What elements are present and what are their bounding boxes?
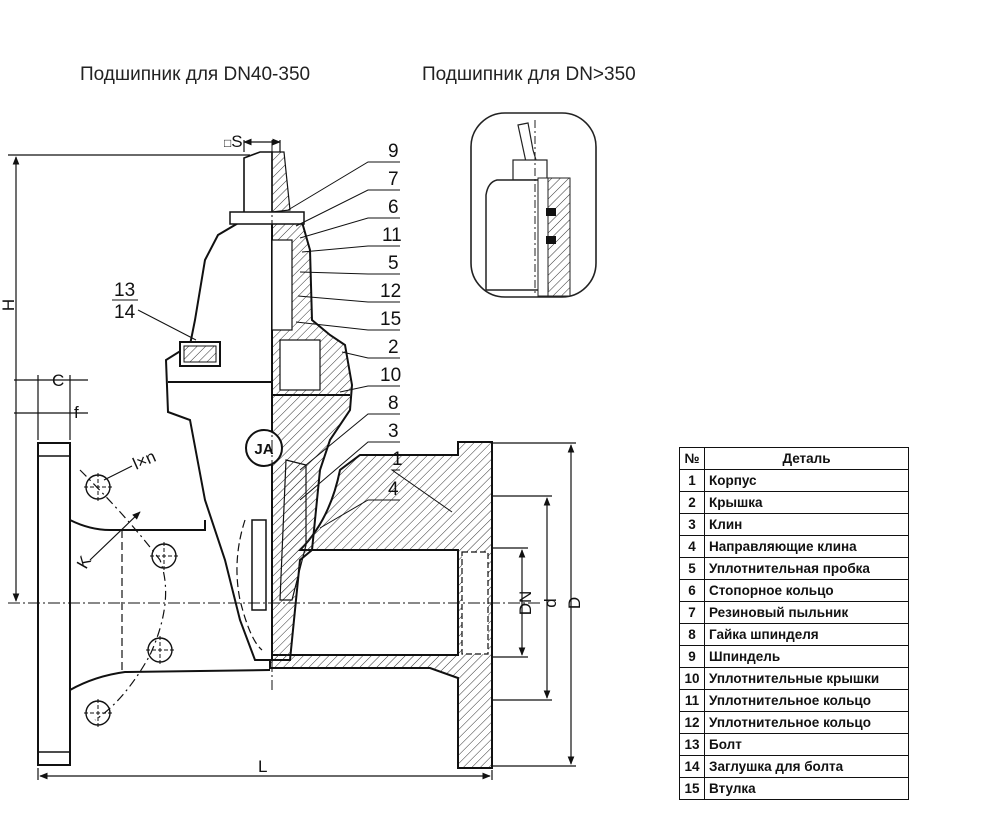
callout-2: 2 xyxy=(388,337,399,358)
header-num: № xyxy=(679,447,705,470)
part-number: 2 xyxy=(679,491,705,514)
manufacturer-logo: JA xyxy=(254,441,273,458)
callout-6: 6 xyxy=(388,197,399,218)
callout-11: 11 xyxy=(382,225,402,246)
part-name: Крышка xyxy=(704,491,909,514)
part-number: 9 xyxy=(679,645,705,668)
part-name: Корпус xyxy=(704,469,909,492)
callout-15: 15 xyxy=(380,309,401,330)
dim-c: C xyxy=(52,371,64,390)
callout-5: 5 xyxy=(388,253,399,274)
part-name: Направляющие клина xyxy=(704,535,909,558)
part-number: 5 xyxy=(679,557,705,580)
dim-s: □S xyxy=(224,132,243,151)
callout-12: 12 xyxy=(380,281,401,302)
part-name: Резиновый пыльник xyxy=(704,601,909,624)
part-number: 10 xyxy=(679,667,705,690)
part-number: 8 xyxy=(679,623,705,646)
valve-body: JA xyxy=(8,140,540,769)
callout-13: 13 xyxy=(114,280,135,301)
part-number: 14 xyxy=(679,755,705,778)
dim-h: H xyxy=(0,299,18,311)
part-number: 3 xyxy=(679,513,705,536)
part-name: Гайка шпинделя xyxy=(704,623,909,646)
callout-9: 9 xyxy=(388,141,399,162)
callout-7: 7 xyxy=(388,169,399,190)
part-name: Заглушка для болта xyxy=(704,755,909,778)
part-name: Болт xyxy=(704,733,909,756)
part-name: Уплотнительное кольцо xyxy=(704,711,909,734)
part-name: Клин xyxy=(704,513,909,536)
callout-4: 4 xyxy=(388,479,399,500)
dim-d-small: d xyxy=(541,598,560,607)
callout-10: 10 xyxy=(380,365,401,386)
callout-3: 3 xyxy=(388,421,399,442)
caption-bearing-small: Подшипник для DN40-350 xyxy=(80,64,311,85)
part-number: 6 xyxy=(679,579,705,602)
part-number: 7 xyxy=(679,601,705,624)
part-name: Стопорное кольцо xyxy=(704,579,909,602)
part-name: Уплотнительная пробка xyxy=(704,557,909,580)
part-number: 11 xyxy=(679,689,705,712)
dim-f: f xyxy=(74,403,79,422)
callout-8: 8 xyxy=(388,393,399,414)
part-number: 15 xyxy=(679,777,705,800)
callout-leaders xyxy=(137,161,453,529)
callout-14: 14 xyxy=(114,302,136,323)
dim-lxn: l×n xyxy=(130,447,159,474)
dim-dn: DN xyxy=(516,591,535,616)
part-name: Уплотнительные крышки xyxy=(704,667,909,690)
dim-l: L xyxy=(258,757,267,776)
part-number: 12 xyxy=(679,711,705,734)
part-number: 4 xyxy=(679,535,705,558)
parts-table-header: № Деталь xyxy=(679,447,909,470)
callout-1: 1 xyxy=(392,449,403,470)
dim-d-big: D xyxy=(565,597,584,609)
caption-bearing-large: Подшипник для DN>350 xyxy=(422,64,636,85)
header-part: Деталь xyxy=(704,447,909,470)
part-name: Уплотнительное кольцо xyxy=(704,689,909,712)
callout-numbers: 9 7 6 11 5 12 15 2 10 8 3 1 4 13 14 xyxy=(114,141,403,500)
part-name: Шпиндель xyxy=(704,645,909,668)
part-name: Втулка xyxy=(704,777,909,800)
bearing-detail-inset xyxy=(470,112,597,298)
part-number: 13 xyxy=(679,733,705,756)
part-number: 1 xyxy=(679,469,705,492)
dim-k: K xyxy=(73,552,95,572)
dimension-lines xyxy=(8,138,576,780)
